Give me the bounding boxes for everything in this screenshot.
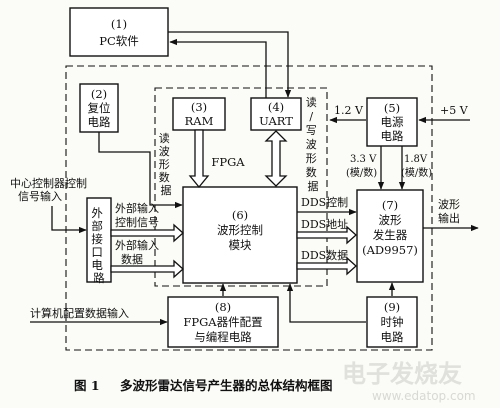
power-line1: 电源: [381, 115, 404, 129]
dds-addr-arrow: [296, 225, 357, 245]
uart-control-bus-arrow: [264, 130, 288, 187]
dds-addr-label: DDS地址: [301, 217, 348, 231]
reset-line1: 复位: [88, 101, 111, 115]
ext-data-arrow: [110, 259, 184, 279]
wave-generator-line3: (AD9957): [362, 243, 418, 257]
caption-fig-number: 图 1: [74, 378, 100, 393]
watermark-url: www.edatop.com: [372, 389, 476, 403]
v12-label: 1.2 V: [334, 104, 364, 117]
rw-wave-c3: 写: [306, 124, 317, 137]
fpga-config-line1: FPGA器件配置: [183, 315, 262, 329]
ram-box: [172, 97, 226, 131]
external-interface-box: [86, 197, 112, 283]
wave-generator-line1: 波形: [379, 213, 402, 227]
v18-sub-label: (模/数): [401, 166, 432, 179]
ext-data-label-2: 数据: [121, 252, 143, 266]
ram-data-arrow: [188, 129, 210, 189]
center-ctrl-input-line: [51, 206, 87, 234]
clock-num: (9): [384, 300, 400, 314]
ext-iface-c6: 路: [93, 271, 105, 285]
pc-software-box: [69, 7, 169, 57]
watermark-logo: 电子发烧友: [342, 360, 462, 388]
ext-iface-c3: 接: [91, 232, 103, 246]
reset-to-control-line: [98, 132, 183, 209]
read-wave-c3: 形: [159, 158, 170, 171]
rw-wave-c6: 数: [306, 166, 317, 179]
fpga-config-box: [167, 296, 279, 348]
rw-wave-label: 读 / 写 波 形 数 据: [306, 95, 321, 193]
ram-num: (3): [191, 100, 207, 114]
power-line2: 电路: [381, 129, 404, 143]
wave-control-line2: 模块: [229, 238, 252, 252]
reset-circuit-box: [79, 83, 119, 133]
rw-wave-c4: 波: [306, 138, 317, 151]
wave-out-label-1: 波形: [438, 198, 460, 211]
ext-ctrl-label-1: 外部输入: [115, 201, 159, 215]
pc-num: (1): [111, 17, 127, 31]
wave-generator-box: [356, 189, 424, 283]
read-wave-c4: 数: [159, 171, 170, 184]
ext-iface-c4: 口: [91, 245, 103, 259]
center-ctrl-label-2: 信号输入: [18, 189, 62, 203]
system-boundary: [65, 65, 433, 351]
read-wave-c1: 读: [159, 131, 170, 145]
center-ctrl-label-1: 中心控制器控制: [10, 176, 87, 190]
rw-wave-c2: /: [309, 110, 313, 123]
dds-data-label: DDS数据: [301, 248, 348, 262]
fpga-config-num: (8): [215, 300, 231, 314]
ext-iface-c2: 部: [91, 219, 103, 233]
v33-label: 3.3 V: [350, 154, 377, 165]
rw-wave-c1: 读: [306, 95, 317, 109]
rw-wave-c5: 形: [306, 152, 317, 165]
fpga-config-line2: 与编程电路: [194, 330, 252, 344]
wave-out-label-2: 输出: [438, 211, 460, 225]
power-num: (5): [384, 101, 400, 115]
pc-cfg-input-label: 计算机配置数据输入: [30, 306, 129, 320]
pc-to-uart-line: [168, 31, 292, 98]
external-interface-label: 外 部 接 口 电 路: [91, 206, 106, 285]
reset-num: (2): [91, 87, 107, 101]
ext-iface-c1: 外: [91, 206, 103, 220]
uart-to-pc-line: [169, 38, 267, 98]
clock-circuit-box: [366, 296, 418, 348]
ext-ctrl-arrow: [110, 223, 184, 243]
rw-wave-c7: 据: [308, 179, 319, 193]
uart-box: [250, 97, 302, 131]
ext-ctrl-label-2: 控制信号: [115, 215, 159, 229]
wave-control-line1: 波形控制: [217, 223, 263, 237]
v18-label: 1.8V: [404, 154, 428, 165]
pc-label: PC软件: [99, 34, 139, 48]
wave-generator-line2: 发生器: [373, 228, 408, 242]
clock-line2: 电路: [381, 330, 404, 344]
uart-label: UART: [259, 114, 293, 128]
uart-num: (4): [268, 100, 284, 114]
reset-line2: 电路: [88, 115, 111, 129]
wave-generator-num: (7): [382, 198, 398, 212]
power-circuit-box: [366, 97, 418, 147]
ext-data-label-1: 外部输入: [115, 238, 159, 252]
v33-sub-label: (模/数): [346, 166, 377, 179]
clock-line1: 时钟: [381, 315, 404, 329]
fpga-label: FPGA: [211, 155, 245, 169]
clock-to-fpga-line: [286, 283, 366, 323]
ram-label: RAM: [185, 114, 214, 128]
v5-label: +5 V: [440, 104, 469, 117]
wave-control-num: (6): [232, 208, 248, 222]
dds-ctrl-label: DDS控制: [301, 195, 348, 209]
read-wave-c2: 波: [159, 145, 170, 158]
read-wave-label: 读 波 形 数 据: [159, 131, 174, 197]
ext-iface-c5: 电: [91, 258, 103, 272]
fpga-boundary: [154, 87, 328, 287]
read-wave-c5: 据: [161, 183, 172, 197]
caption-text: 多波形雷达信号产生器的总体结构框图: [120, 378, 333, 393]
dds-data-arrow: [296, 256, 357, 276]
